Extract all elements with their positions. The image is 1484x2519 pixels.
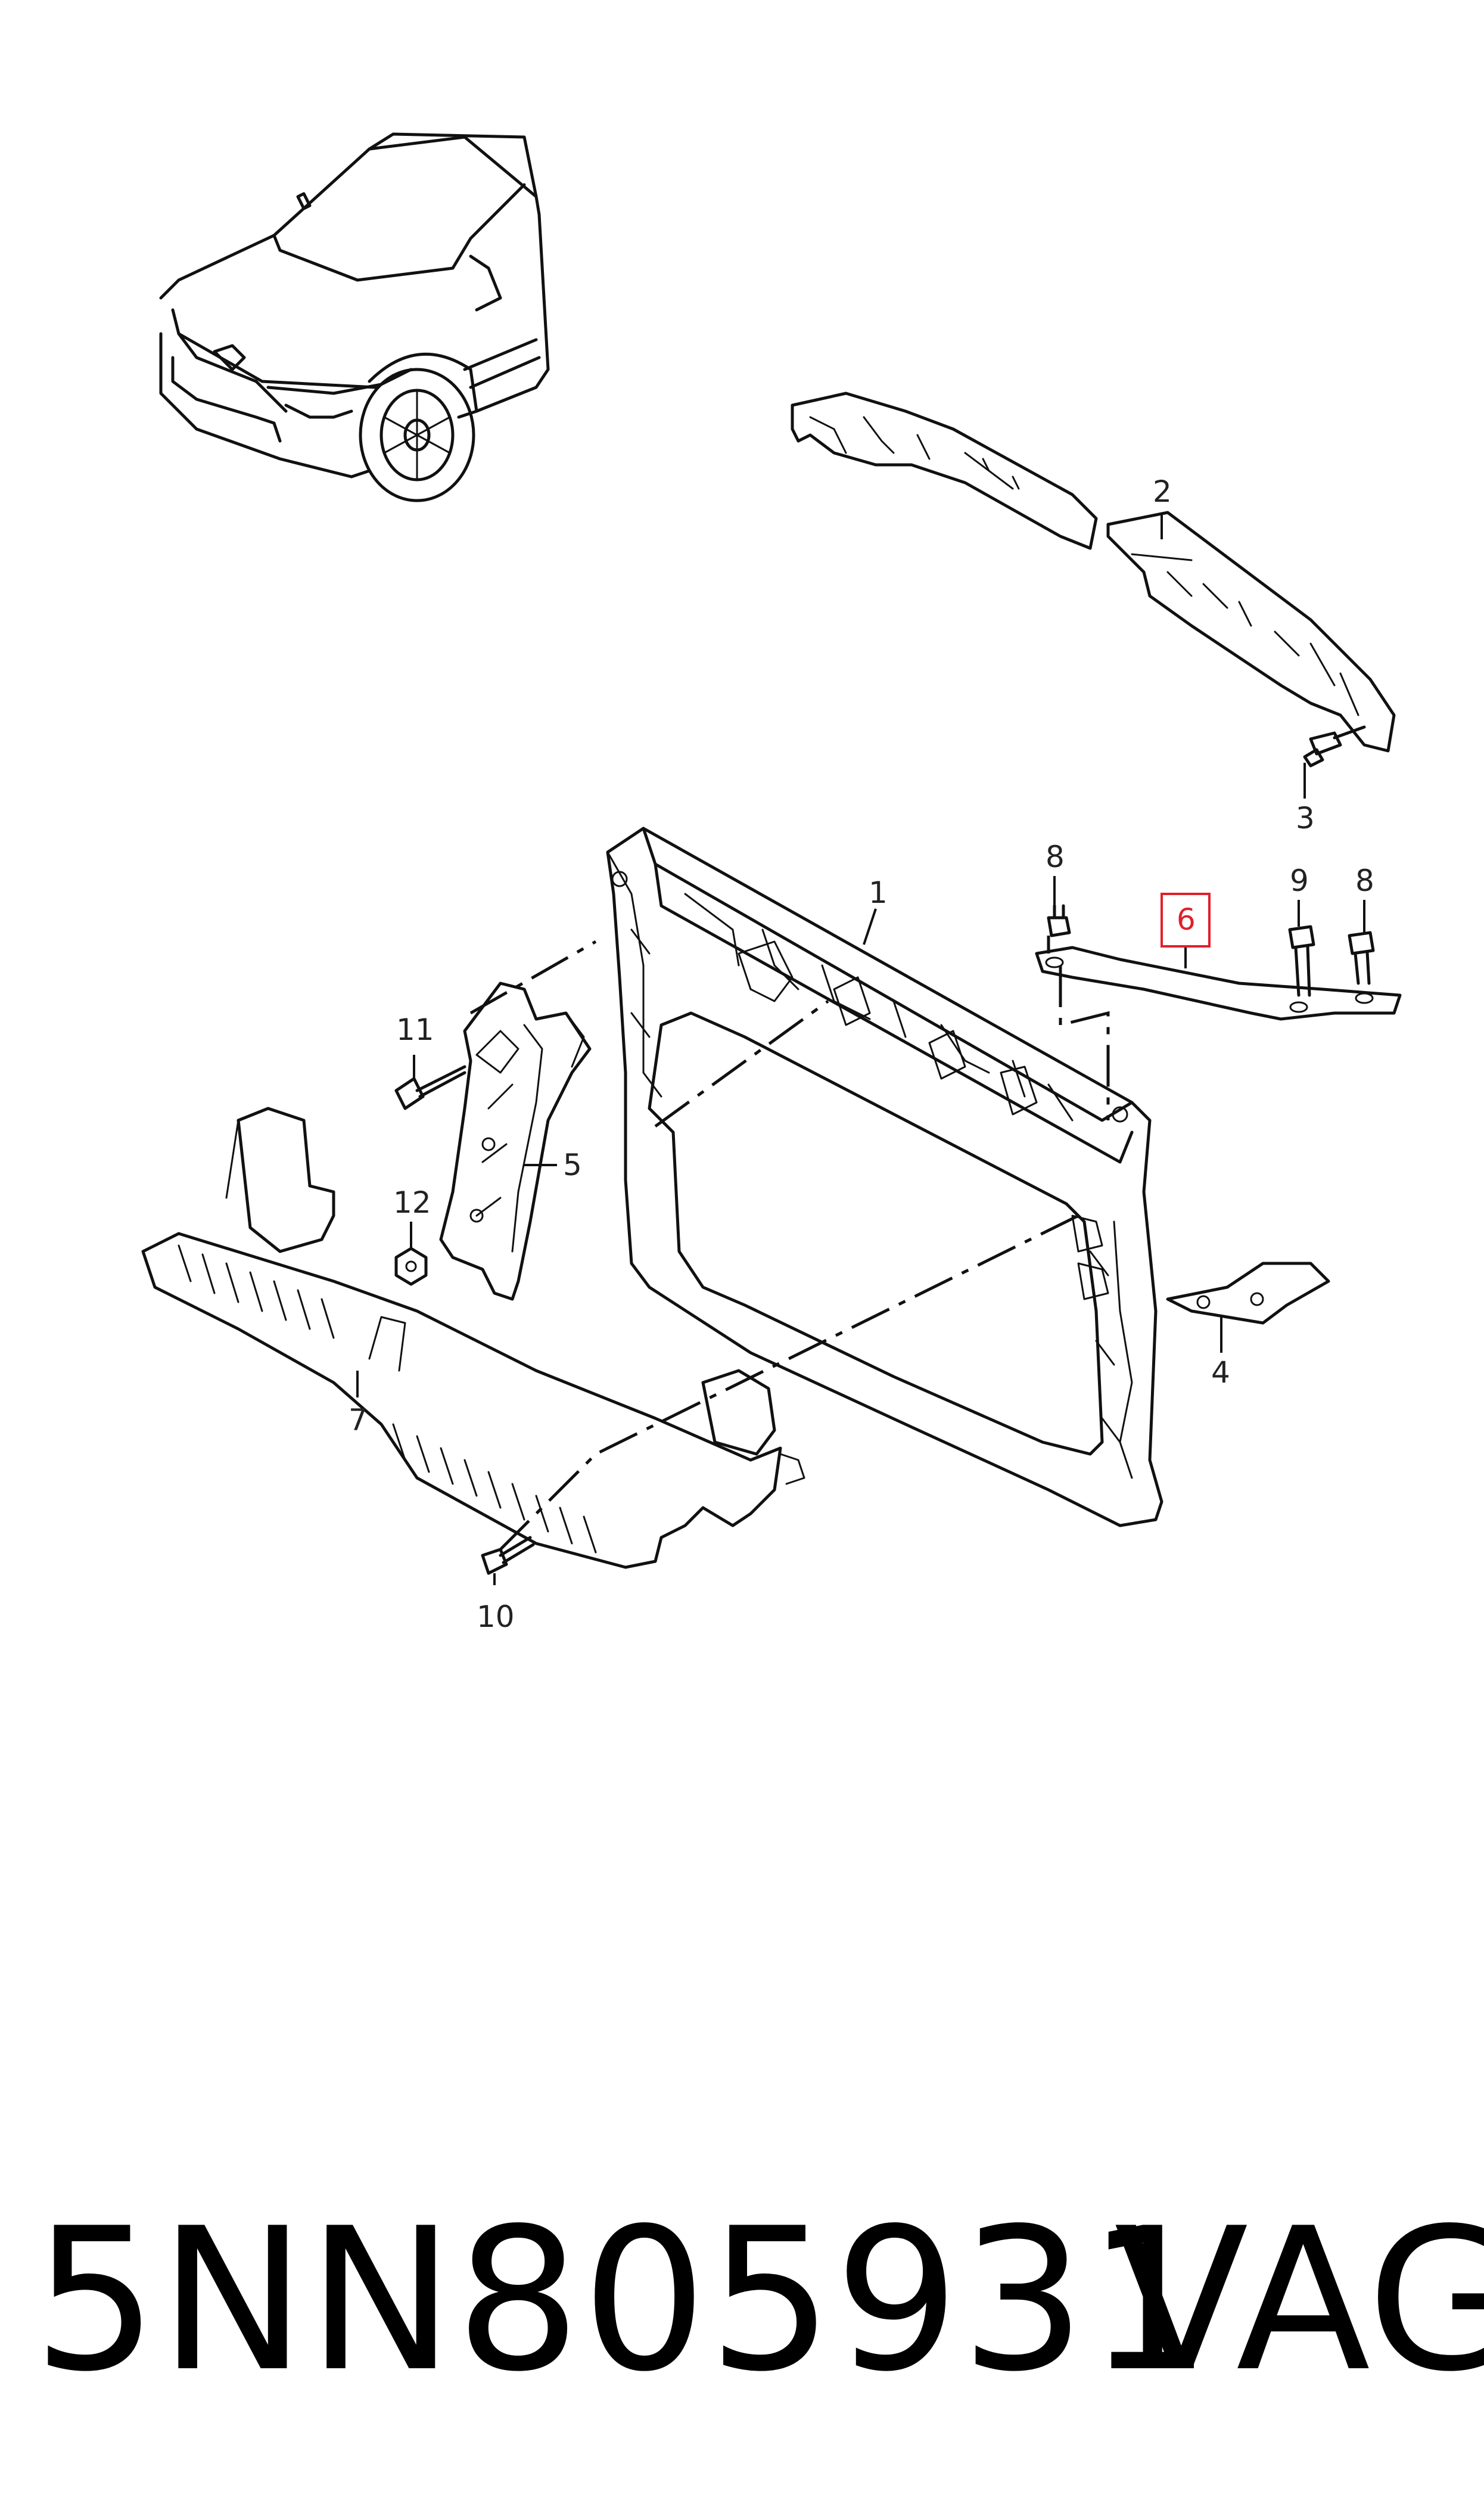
part-4-bracket (1166, 1262, 1330, 1325)
part-number: 5NN805931 (33, 2186, 1214, 2415)
part-1-front-carrier (606, 827, 1163, 1527)
callout-1[interactable]: 1 (869, 875, 888, 910)
callout-6[interactable]: 6 (1177, 902, 1196, 937)
part-8-bolt-left (1047, 904, 1071, 937)
callout-8-left[interactable]: 8 (1046, 840, 1065, 874)
callout-2[interactable]: 2 (1153, 474, 1172, 509)
vehicle-illustration (159, 132, 550, 502)
callout-9[interactable]: 9 (1290, 864, 1309, 898)
callout-10[interactable]: 10 (477, 1599, 515, 1634)
leader-lines (356, 513, 1365, 1585)
callout-8-right[interactable]: 8 (1355, 864, 1374, 898)
callout-11[interactable]: 11 (396, 1012, 434, 1047)
part-8-bolt-right (1348, 931, 1375, 985)
callout-7[interactable]: 7 (349, 1403, 368, 1437)
part-7-lower-air-guide (141, 1107, 805, 1569)
part-5-side-bracket (439, 981, 592, 1301)
parts-diagram: 1 2 3 4 5 6 7 8 8 9 10 11 12 (141, 132, 1402, 1634)
part-10-screw (481, 1536, 535, 1575)
part-12-nut (394, 1247, 428, 1286)
callout-12[interactable]: 12 (393, 1185, 431, 1220)
part-6-brace (1035, 946, 1402, 1021)
part-11-screw (394, 1065, 466, 1110)
brand-name: VAG (1114, 2186, 1484, 2415)
part-3-screw (1303, 725, 1366, 768)
callouts: 1 2 3 4 5 6 7 8 8 9 10 11 12 (349, 474, 1374, 1634)
part-2-upper-crossmember (791, 392, 1396, 753)
callout-6-highlight-box (1161, 893, 1211, 948)
callout-4[interactable]: 4 (1211, 1355, 1230, 1390)
part-9-bolt (1288, 925, 1315, 997)
footer: 5NN805931 VAG (0, 2145, 1484, 2455)
callout-3[interactable]: 3 (1296, 801, 1315, 835)
callout-5[interactable]: 5 (563, 1148, 582, 1182)
assembly-lines (469, 936, 1110, 1557)
